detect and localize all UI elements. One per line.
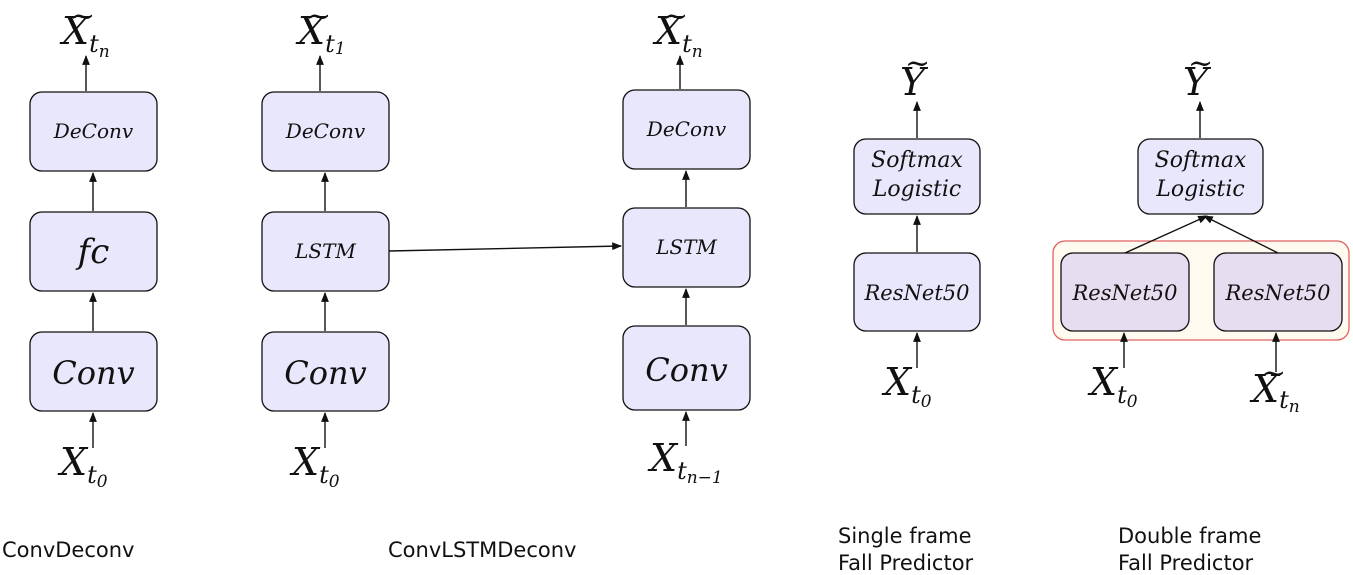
logistic-label: Logistic — [872, 177, 961, 202]
lstm-box — [622, 207, 751, 288]
single-caption-line1: Single frame — [838, 524, 972, 548]
double-caption-line2: Fall Predictor — [1118, 551, 1254, 575]
resnet-right-label: ResNet50 — [1225, 281, 1331, 305]
lstm-label: LSTM — [655, 235, 717, 259]
softmax-box — [853, 138, 981, 215]
deconv-label: DeConv — [53, 119, 134, 143]
convdeconv-caption: ConvDeconv — [2, 538, 134, 562]
double-frame-panel: ~ Y Softmax Logistic ResNet50 ResNet50 X… — [1052, 46, 1350, 575]
softmax-label: Softmax — [1155, 148, 1247, 173]
lstm-right-input-label: Xtn−1 — [647, 436, 723, 488]
deconv-label: DeConv — [285, 119, 366, 143]
output-tilde: ~ — [1261, 356, 1286, 391]
double-output-label: Y — [1183, 60, 1212, 104]
output-tilde: ~ — [70, 0, 95, 34]
resnet-right-box — [1213, 252, 1343, 332]
output-tilde: ~ — [1188, 46, 1213, 81]
single-output-label: Y — [900, 60, 929, 104]
double-caption-line1: Double frame — [1118, 524, 1261, 548]
convlstmdeconv-panel: ~ Xt1 DeConv LSTM Conv Xt0 ~ Xtn DeConv … — [261, 0, 751, 562]
convdeconv-input-label: Xt0 — [57, 440, 108, 492]
deconv-label: DeConv — [646, 117, 727, 141]
arrow-lstm-recurrent — [388, 242, 622, 252]
deconv-box — [261, 91, 390, 172]
output-tilde: ~ — [905, 46, 930, 81]
softmax-box — [1137, 138, 1264, 215]
double-input-right-label: Xtn — [1249, 367, 1300, 417]
fc-box — [29, 211, 158, 292]
single-input-label: Xt0 — [881, 360, 932, 412]
arrow-resnet-right-to-softmax — [1203, 215, 1279, 254]
lstm-box — [261, 211, 390, 292]
lstm-left-output-label: Xt1 — [295, 9, 346, 59]
output-tilde: ~ — [306, 0, 331, 34]
lstm-left-input-label: Xt0 — [289, 440, 340, 492]
resnet-left-label: ResNet50 — [1072, 281, 1178, 305]
lstm-label: LSTM — [294, 239, 356, 263]
convdeconv-output-label: Xtn — [59, 9, 110, 62]
arrow-resnet-left-to-softmax — [1124, 215, 1208, 254]
lstm-right-output-label: Xtn — [652, 9, 703, 62]
softmax-label: Softmax — [871, 148, 963, 173]
double-input-left-label: Xt0 — [1087, 360, 1138, 412]
fc-label: fc — [75, 232, 110, 272]
deconv-box — [622, 89, 751, 170]
resnet-box — [853, 252, 981, 332]
conv-label: Conv — [52, 354, 134, 392]
conv-box — [622, 325, 751, 411]
logistic-label: Logistic — [1155, 177, 1244, 202]
resnet-left-box — [1060, 252, 1190, 332]
conv-label: Conv — [645, 351, 727, 389]
single-caption-line2: Fall Predictor — [838, 551, 974, 575]
conv-box — [29, 331, 158, 412]
convlstmdeconv-caption: ConvLSTMDeconv — [388, 538, 576, 562]
deconv-box — [29, 91, 158, 172]
convdeconv-panel: ~ Xtn DeConv fc Conv Xt0 ConvDeconv — [2, 0, 158, 562]
resnet-label: ResNet50 — [864, 281, 970, 305]
single-frame-panel: ~ Y Softmax Logistic ResNet50 Xt0 Single… — [838, 46, 981, 575]
conv-box — [261, 331, 390, 412]
output-tilde: ~ — [663, 0, 688, 34]
conv-label: Conv — [284, 354, 366, 392]
